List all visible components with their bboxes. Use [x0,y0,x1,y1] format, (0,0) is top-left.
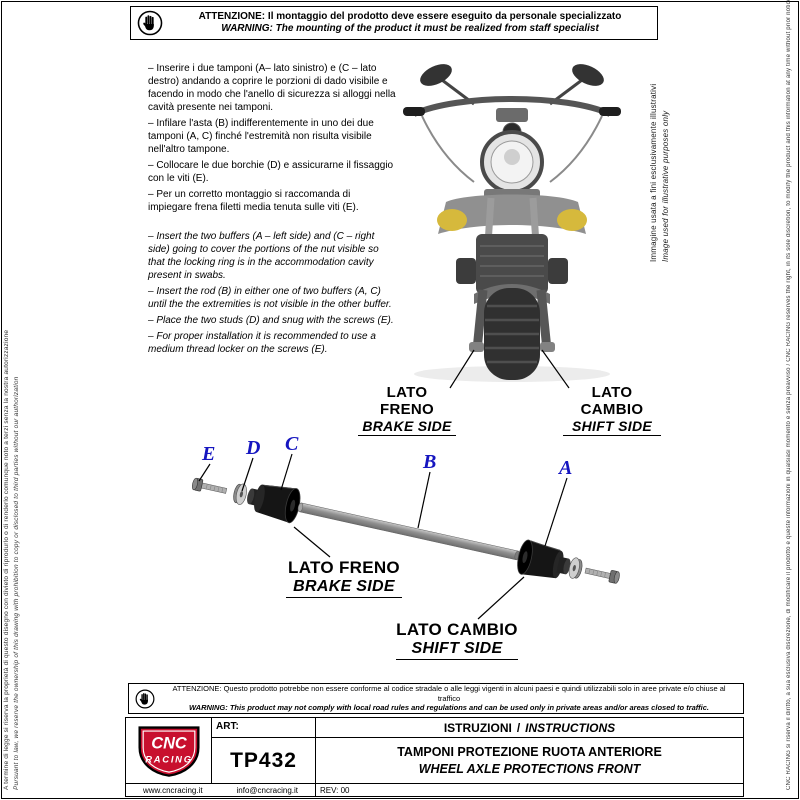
product-title-it: TAMPONI PROTEZIONE RUOTA ANTERIORE [397,745,662,760]
logo-text-racing: RACING [145,753,193,764]
screw-e-left [192,477,228,494]
instruction-en-4: – For proper installation it is recommen… [148,331,376,355]
part-label-d: D [246,437,261,459]
exploded-parts-diagram [192,477,620,584]
bar-clamp [496,108,528,122]
image-note-en: Image used for illustrative purposes onl… [661,110,670,262]
instructions-english: – Insert the two buffers (A – left side)… [148,230,396,359]
part-label-c: C [285,433,299,455]
diagram-shift-side-it: LATO CAMBIO [396,620,518,639]
right-margin-legal: CNC RACING si riserva il diritto, a sua … [786,0,792,790]
instructions-header-en: INSTRUCTIONS [525,720,616,735]
logo-text-cnc: CNC [151,734,188,752]
bottom-warning-box: ATTENZIONE: Questo prodotto potrebbe non… [128,683,744,714]
image-note-it: Immagine usata a fini esclusivamente ill… [649,83,658,262]
left-grip [403,107,425,116]
axle-brake-side [469,342,484,352]
part-label-a: A [559,457,573,479]
instruction-it-1: – Inserire i due tamponi (A– lato sinist… [148,63,396,113]
bottom-warning-line-it: ATTENZIONE: Questo prodotto potrebbe non… [172,684,726,703]
instructions-header-sep: / [516,720,521,735]
left-mirror [420,64,452,86]
right-mirror [572,64,604,86]
rod-b [297,502,520,561]
engine [476,234,548,294]
diagram-brake-side-it: LATO FRENO [288,558,400,577]
diagram-shift-side-label: LATO CAMBIO SHIFT SIDE [396,620,518,660]
website-text: www.cncracing.it [142,785,203,795]
title-block: CNC RACING ART: TP432 ISTRUZIONI / INSTR… [125,717,744,797]
contact-strip: www.cncracing.it info@cncracing.it [126,783,316,796]
left-cylinder [456,258,476,284]
stud-d-right [568,557,583,579]
bottom-warning-text: ATTENZIONE: Questo prodotto potrebbe non… [161,684,737,712]
top-warning-box: ATTENZIONE: Il montaggio del prodotto de… [130,6,658,40]
art-label: ART: [212,718,316,738]
stud-d-left [233,483,247,505]
logo-cell: CNC RACING [126,718,212,783]
bike-brake-side-en: BRAKE SIDE [362,418,452,434]
cnc-racing-logo: CNC RACING [137,725,200,777]
tank-side-right [557,209,587,231]
email-text: info@cncracing.it [236,785,299,795]
diagram-brake-side-label: LATO FRENO BRAKE SIDE [286,558,402,598]
left-fork-leg [472,289,488,351]
top-warning-line-en: WARNING: The mounting of the product it … [221,23,599,34]
buffer-c [247,484,301,524]
part-label-e: E [202,443,216,465]
instructions-italian: – Inserire i due tamponi (A– lato sinist… [148,62,396,217]
bike-brake-side-it: LATO FRENO [380,384,434,418]
instruction-it-2: – Infilare l'asta (B) indifferentemente … [148,118,374,155]
instruction-it-3: – Collocare le due borchie (D) e assicur… [148,160,394,184]
instruction-en-1: – Insert the two buffers (A – left side)… [148,231,379,281]
attention-hand-icon [137,10,163,36]
right-cylinder [548,258,568,284]
right-cable [549,115,603,183]
instruction-it-4: – Per un corretto montaggio si raccomand… [148,189,359,213]
bike-shift-side-it: LATO CAMBIO [580,384,644,418]
tire-tread [485,304,539,364]
part-label-b: B [423,451,437,473]
bike-shift-side-label: LATO CAMBIO SHIFT SIDE [563,384,661,436]
product-title-en: WHEEL AXLE PROTECTIONS FRONT [418,761,641,776]
product-title: TAMPONI PROTEZIONE RUOTA ANTERIORE WHEEL… [316,738,743,783]
engine-fins [480,245,544,277]
right-fork-leg [536,289,552,351]
bike-shift-side-en: SHIFT SIDE [571,418,652,434]
revision-label: REV: 00 [316,783,743,796]
motorcycle-front-view [403,64,621,382]
screw-e-right [584,567,620,584]
instruction-en-3: – Place the two studs (D) and snug with … [148,315,394,326]
top-warning-line-it: ATTENZIONE: Il montaggio del prodotto de… [198,10,622,22]
diagram-shift-side-en: SHIFT SIDE [411,640,503,657]
instructions-header: ISTRUZIONI / INSTRUCTIONS [316,718,743,738]
handlebar [412,96,612,117]
instruction-en-2: – Insert the rod (B) in either one of tw… [148,286,392,310]
left-margin-legal-it: A termine di legge si riserva la proprie… [3,329,10,790]
bottom-warning-line-en: WARNING: This product may not comply wit… [189,703,709,713]
instructions-header-it: ISTRUZIONI [443,720,512,735]
art-number: TP432 [212,738,316,783]
axle-shift-side [540,342,555,352]
bike-brake-side-label: LATO FRENO BRAKE SIDE [358,384,456,436]
tank [438,194,586,234]
diagram-brake-side-en: BRAKE SIDE [293,578,395,595]
attention-hand-icon-small [135,689,155,708]
top-warning-text: ATTENZIONE: Il montaggio del prodotto de… [169,11,651,36]
headlight-bulb [504,149,520,165]
tank-side-left [437,209,467,231]
left-cable [421,115,475,183]
left-margin-legal-en: Pursuant to law, we reserve the ownershi… [13,376,20,790]
right-grip [599,107,621,116]
buffer-a [517,539,571,579]
